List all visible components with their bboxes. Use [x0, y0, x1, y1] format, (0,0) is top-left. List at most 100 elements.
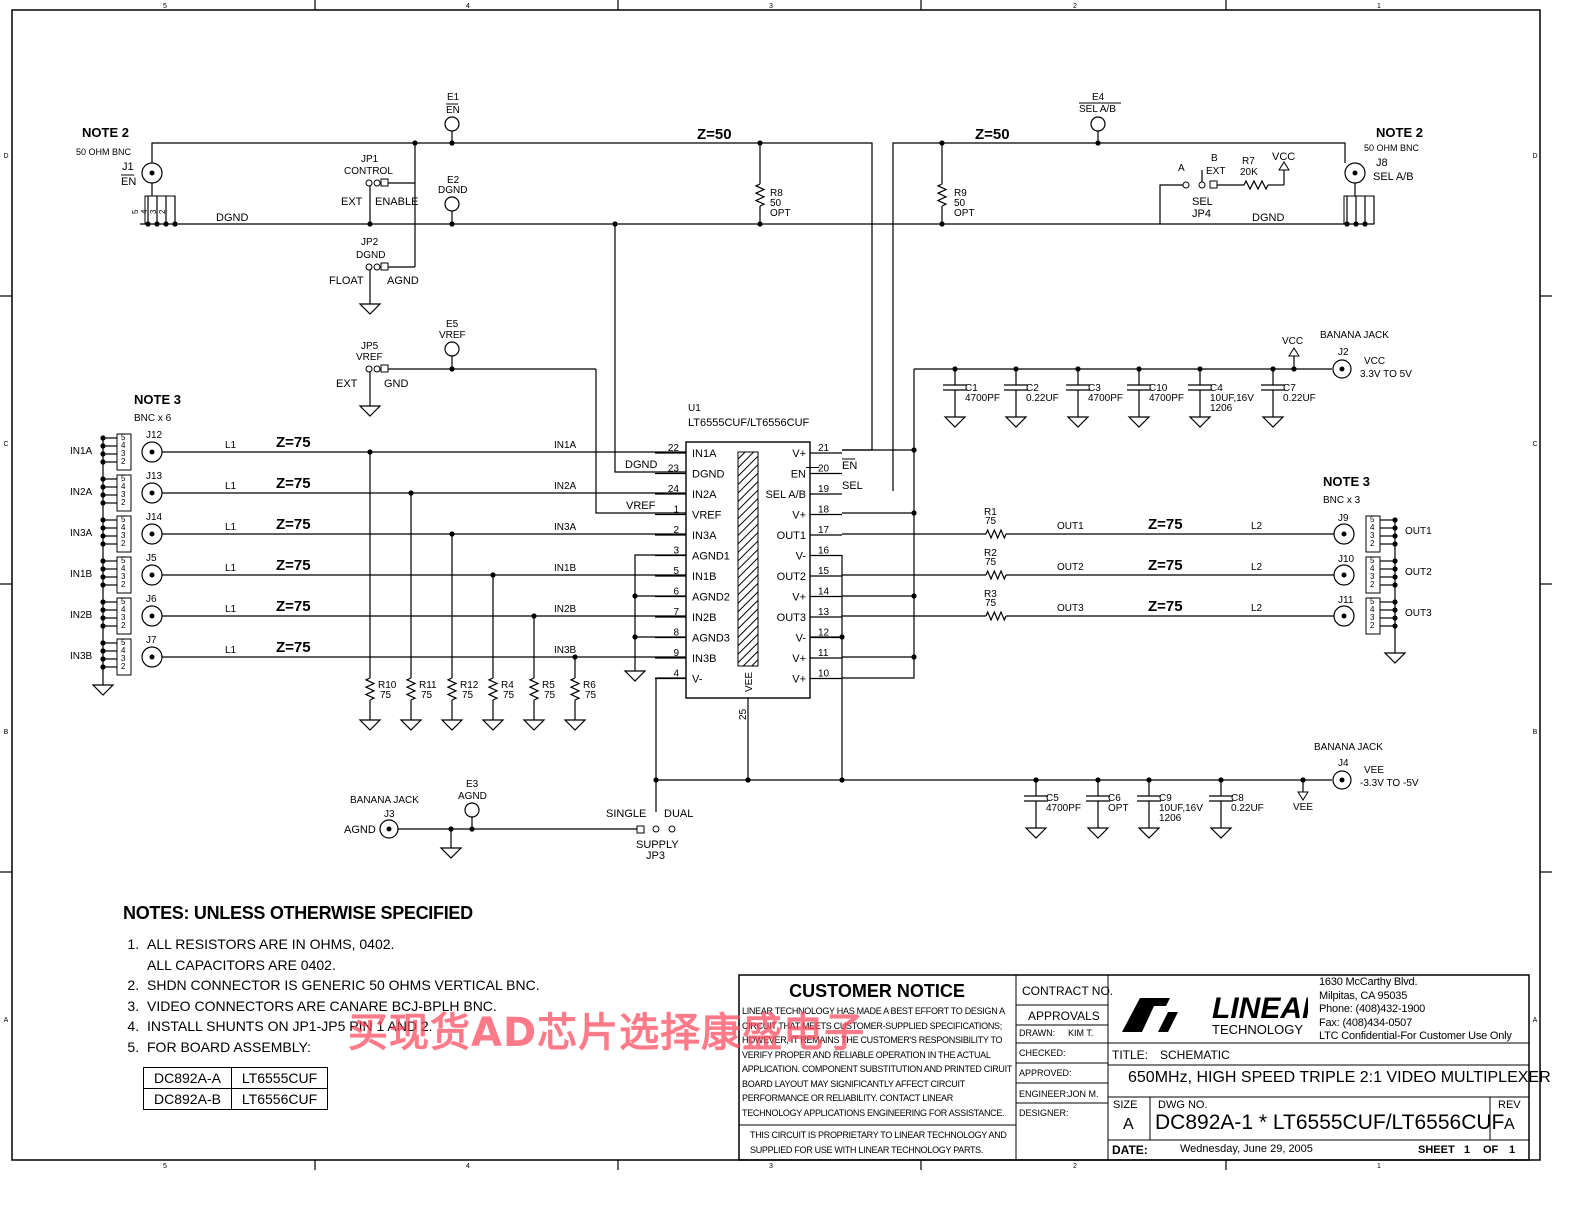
- net-label: ENABLE: [375, 196, 418, 208]
- net-label: L2: [1251, 562, 1263, 573]
- pin-number: 21: [818, 443, 830, 454]
- jumper-pin-icon: [1198, 181, 1206, 189]
- vee-arrow-icon: [1297, 791, 1309, 801]
- banana-jack-icon: [1332, 770, 1352, 790]
- net-label: IN2B: [554, 604, 577, 615]
- pin-number: 14: [818, 587, 830, 598]
- net-label: L1: [225, 522, 237, 533]
- note-item: INSTALL SHUNTS ON JP1-JP5 PIN 1 AND 2.: [143, 1016, 683, 1037]
- ref-label: J3: [384, 809, 395, 820]
- net-label: OUT3: [1405, 608, 1432, 619]
- ref-label: E2: [447, 175, 460, 186]
- value-label: 75: [985, 516, 997, 527]
- jumper-pin-icon: [380, 364, 389, 373]
- vcc-arrow-icon: [1288, 347, 1300, 357]
- wire: [614, 224, 686, 473]
- banana-jack-center-icon: [386, 826, 392, 832]
- net-label: EN: [446, 105, 460, 116]
- ref-label: J14: [146, 512, 163, 523]
- value-label: 75: [421, 690, 433, 701]
- resistor-icon: [487, 677, 499, 701]
- pin-number: 5: [121, 433, 126, 442]
- banana-jack-center-icon: [1339, 366, 1345, 372]
- address-line: 1630 McCarthy Blvd.: [1319, 976, 1418, 988]
- junction-dot: [449, 221, 455, 227]
- note-label: NOTE 2: [1376, 125, 1423, 140]
- jumper-pin-icon: [380, 262, 389, 271]
- resistor-icon: [936, 183, 948, 207]
- connector-label: BANANA JACK: [1314, 742, 1383, 753]
- net-label: SEL: [1192, 196, 1213, 208]
- junction-dot: [1353, 221, 1359, 227]
- rev-label: REV: [1498, 1099, 1521, 1111]
- assembly-board: DC892A-B: [143, 1088, 232, 1110]
- connector-label: BANANA JACK: [1320, 330, 1389, 341]
- checked-label: CHECKED:: [1019, 1048, 1066, 1058]
- drawn-label: DRAWN:: [1019, 1028, 1056, 1038]
- watermark: 买现货AD芯片选择康盛电子: [348, 1010, 866, 1056]
- pin-number: 15: [818, 566, 830, 577]
- net-label: DGND: [625, 459, 657, 471]
- net-label: IN1B: [70, 569, 93, 580]
- ground-icon: [439, 847, 463, 859]
- net-label: L1: [225, 645, 237, 656]
- net-label: EXT: [336, 378, 358, 390]
- value-label: 75: [462, 690, 474, 701]
- banana-jack-icon: [379, 819, 399, 839]
- pin-number: 6: [673, 587, 679, 598]
- ref-label: JP5: [361, 341, 379, 352]
- net-label: SEL A/B: [1079, 104, 1116, 115]
- ref-label: C3: [1088, 383, 1101, 394]
- ground-icon: [1127, 416, 1151, 428]
- value-label: 0.22UF: [1026, 393, 1059, 404]
- net-label: IN3A: [554, 522, 577, 533]
- ref-label: J5: [146, 553, 157, 564]
- note-item: FOR BOARD ASSEMBLY:: [143, 1037, 683, 1058]
- value-label: 0.22UF: [1283, 393, 1316, 404]
- ic-pin-label: AGND2: [692, 592, 730, 604]
- ref-label: J1: [122, 161, 134, 173]
- sheet-value: 1: [1464, 1144, 1471, 1156]
- net-label: IN1A: [554, 440, 577, 451]
- ref-label: C4: [1210, 383, 1223, 394]
- ic-pin-label: V+: [792, 510, 806, 522]
- pin-number: 5: [131, 209, 140, 214]
- pin-number: 4: [140, 209, 149, 214]
- pin-number: 3: [149, 209, 158, 214]
- net-label: DGND: [216, 212, 248, 224]
- resistor-icon: [754, 183, 766, 207]
- net-label: OUT2: [1057, 562, 1084, 573]
- ref-label: E1: [447, 92, 460, 103]
- pin-number: 5: [1370, 556, 1375, 565]
- zone-label: 2: [1073, 3, 1077, 10]
- impedance-label: Z=75: [1148, 557, 1183, 574]
- net-label: IN3B: [554, 645, 577, 656]
- net-label: IN3A: [70, 528, 93, 539]
- ground-icon: [1137, 827, 1161, 839]
- jumper-pin-icon: [1209, 180, 1218, 189]
- junction-dot: [632, 634, 638, 640]
- net-label: EN: [842, 460, 857, 472]
- contract-label: CONTRACT NO.: [1022, 984, 1114, 998]
- note-label: NOTE 2: [82, 125, 129, 140]
- ref-label: J6: [146, 594, 157, 605]
- net-label: AGND: [387, 275, 419, 287]
- bnc-pin-box: [116, 556, 132, 594]
- pin-number: 3: [1370, 572, 1375, 581]
- impedance-label: Z=50: [975, 126, 1010, 143]
- pin-number: 2: [121, 539, 126, 548]
- pin-number: 3: [121, 572, 126, 581]
- ground-icon: [358, 719, 382, 731]
- ic-pin-label: IN3A: [692, 530, 717, 542]
- ref-label: R11: [419, 680, 437, 691]
- address-line: Phone: (408)432-1900: [1319, 1003, 1426, 1015]
- ref-label: J9: [1338, 513, 1349, 524]
- jumper-pin-icon: [365, 365, 373, 373]
- value-label: -3.3V TO -5V: [1360, 778, 1419, 789]
- resistor-icon: [405, 677, 417, 701]
- net-label: A: [1178, 163, 1185, 174]
- pin-number: 5: [121, 638, 126, 647]
- junction-dot: [163, 221, 169, 227]
